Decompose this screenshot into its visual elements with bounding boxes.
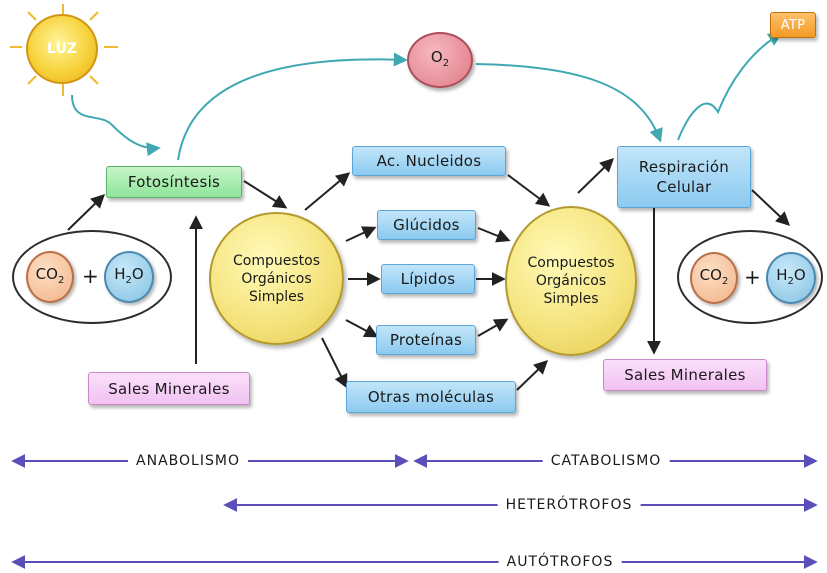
fotosintesis-label: Fotosíntesis: [127, 173, 221, 191]
arrow-to-proteinas: [345, 319, 379, 338]
proteinas-box: Proteínas: [376, 325, 476, 355]
heterotrofos-label: HETERÓTROFOS: [497, 497, 641, 513]
fotosintesis-box: Fotosíntesis: [106, 166, 242, 198]
atp-box: ATP: [770, 12, 816, 38]
arrow-to-otras: [321, 337, 348, 389]
arrow-to-glucidos: [345, 226, 377, 242]
arrow-co2h2o-to-fotosintesis: [67, 194, 106, 231]
oxygen-uptake-arrow: [475, 63, 663, 143]
atp-label: ATP: [780, 17, 806, 33]
arrow-proteinas-out: [477, 318, 509, 337]
respiracion-line1: Respiración: [638, 158, 730, 176]
h2o-left-molecule: H2O: [104, 251, 154, 303]
arrow-respiracion-to-co2h2o: [751, 189, 791, 226]
plus-right: +: [744, 265, 761, 289]
oxygen-release-arrow: [177, 52, 408, 161]
autotrofos-label: AUTÓTROFOS: [498, 554, 622, 570]
plus-left: +: [82, 264, 99, 288]
products-ellipse: [677, 230, 823, 324]
arrow-glucidos-out: [477, 227, 511, 243]
nucleidos-box: Ac. Nucleidos: [352, 146, 506, 176]
arrow-nucleidos-out: [507, 174, 551, 207]
compuestos-left: Compuestos Orgánicos Simples: [209, 212, 344, 345]
h2o-right-molecule: H2O: [766, 252, 816, 304]
arrow-to-nucleidos: [304, 172, 351, 211]
arrow-compuestos-to-respiracion: [577, 158, 615, 194]
respiracion-line2: Celular: [656, 178, 712, 196]
sun-label: LUZ: [47, 41, 77, 57]
otras-moleculas-box: Otras moléculas: [346, 381, 516, 413]
oxygen-label: O2: [430, 47, 450, 69]
sales-minerales-right: Sales Minerales: [603, 359, 767, 391]
compuestos-right: Compuestos Orgánicos Simples: [505, 206, 637, 356]
arrow-otras-out: [516, 360, 549, 391]
anabolismo-label: ANABOLISMO: [128, 453, 248, 469]
catabolismo-label: CATABOLISMO: [542, 453, 670, 469]
respiracion-box: Respiración Celular: [617, 146, 751, 208]
co2-right-molecule: CO2: [690, 252, 738, 304]
sun-icon: LUZ: [26, 14, 98, 84]
sales-minerales-left: Sales Minerales: [88, 372, 250, 405]
oxygen-node: O2: [407, 32, 473, 88]
atp-arrow: [677, 32, 783, 141]
light-arrow: [71, 94, 161, 157]
lipidos-box: Lípidos: [381, 264, 475, 294]
glucidos-box: Glúcidos: [377, 210, 476, 240]
sun-rays: [10, 4, 118, 96]
co2-left-molecule: CO2: [26, 251, 74, 303]
arrow-fotosintesis-to-compuestos: [243, 180, 288, 209]
reactants-ellipse: [12, 230, 172, 324]
